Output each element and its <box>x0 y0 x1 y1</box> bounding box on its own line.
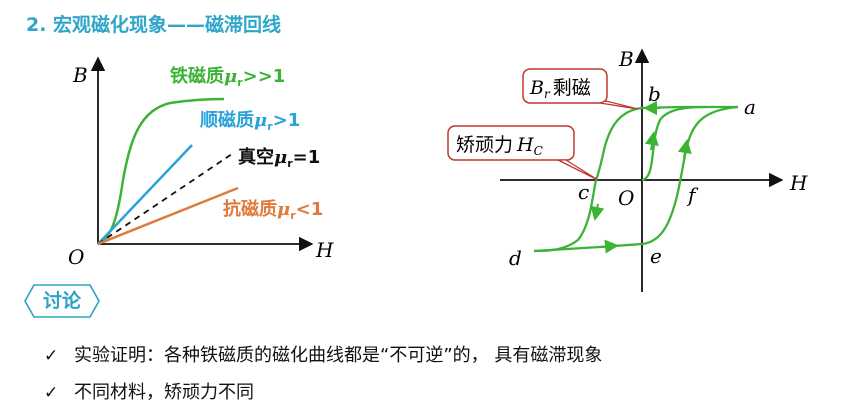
vacuum-label: 真空μr=1 <box>238 146 320 170</box>
remanence-callout-pointer <box>599 100 639 110</box>
arrow-icon <box>644 131 659 151</box>
diamagnetic-label: 抗磁质μr<1 <box>223 198 323 222</box>
paramagnetic-line <box>97 144 193 245</box>
bullet-text: 实验证明：各种铁磁质的磁化曲线都是“不可逆”的， 具有磁滞现象 <box>74 345 603 366</box>
arrow-icon <box>677 139 692 159</box>
point-d-label: d <box>509 246 522 270</box>
check-icon: ✓ <box>44 383 59 403</box>
ferromagnetic-curve <box>97 97 225 246</box>
discussion-tag-shape <box>24 284 100 318</box>
bullet-text: 不同材料，矫顽力不同 <box>74 382 254 403</box>
vacuum-line <box>97 153 233 245</box>
initial-magnetization-curve <box>641 105 706 182</box>
loop-descending-branch <box>533 105 738 253</box>
paramagnetic-label: 顺磁质μr>1 <box>200 109 300 133</box>
coercivity-callout <box>447 125 575 161</box>
remanence-callout <box>522 68 608 104</box>
left-origin-label: O <box>68 245 84 269</box>
point-b-label: b <box>648 82 661 106</box>
left-axis-y-label: B <box>72 63 88 87</box>
discussion-tag: 讨论 <box>42 290 81 312</box>
point-e-label: e <box>650 244 662 268</box>
right-origin-label: O <box>618 186 634 210</box>
arrow-icon <box>599 239 619 254</box>
point-c-label: c <box>578 180 589 204</box>
bullet-item: ✓ 不同材料，矫顽力不同 <box>44 378 254 404</box>
loop-ascending-branch <box>533 105 739 253</box>
point-f-label: f <box>686 183 699 207</box>
bullet-item: ✓ 实验证明：各种铁磁质的磁化曲线都是“不可逆”的， 具有磁滞现象 <box>44 341 602 367</box>
magnetization-plot: B H O 铁磁质μr>>1 顺磁质μr>1 真空μr=1 抗磁质μr<1 <box>68 56 334 269</box>
right-axis-x-label: H <box>789 171 808 195</box>
check-icon: ✓ <box>44 346 59 366</box>
ferromagnetic-label: 铁磁质μr>>1 <box>170 65 285 89</box>
right-axis-y-label: B <box>618 47 634 71</box>
page-title: 2. 宏观磁化现象——磁滞回线 <box>26 14 282 36</box>
left-axis-x-label: H <box>315 238 334 262</box>
coercivity-callout-pointer <box>557 159 599 181</box>
arrow-icon <box>590 203 605 221</box>
point-a-label: a <box>744 95 756 119</box>
diamagnetic-line <box>97 186 239 246</box>
